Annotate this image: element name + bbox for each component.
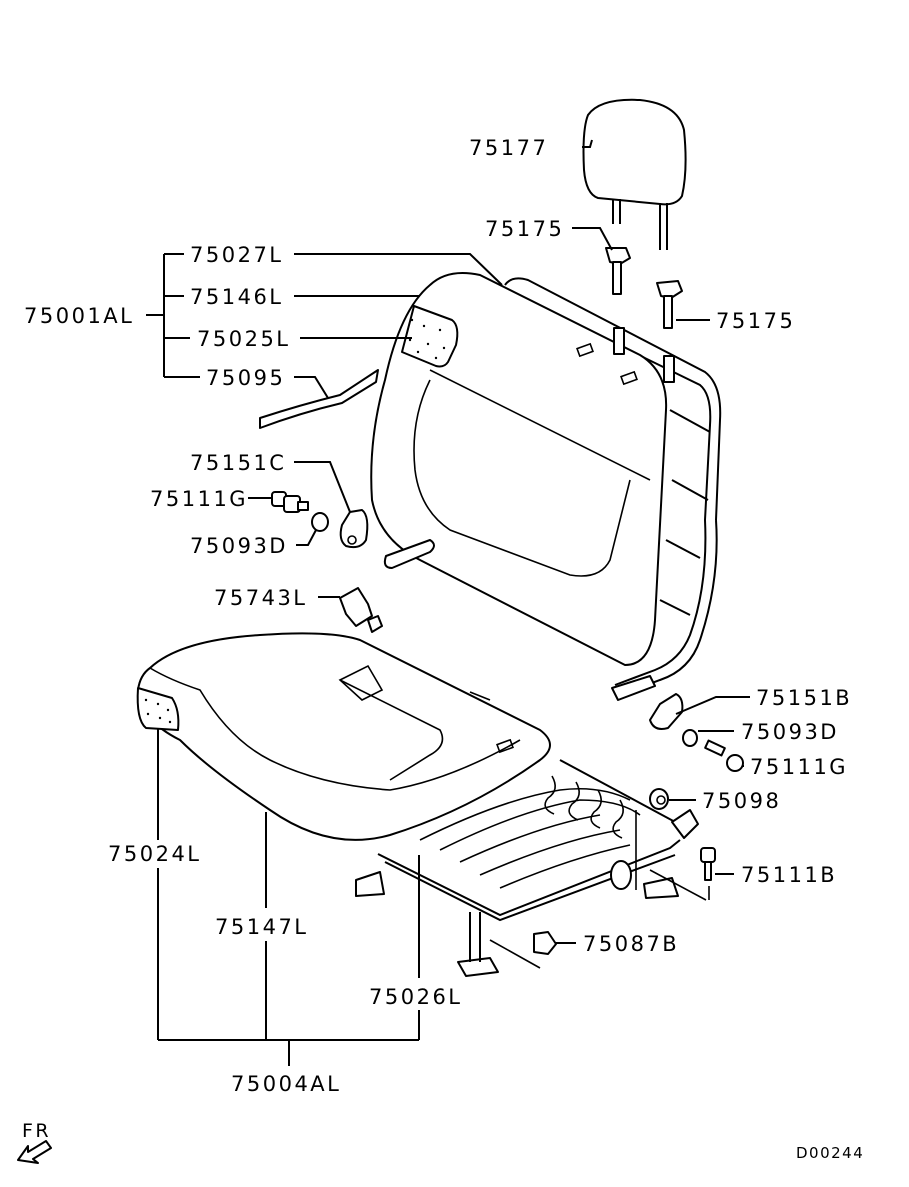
cushion-pad[interactable]	[136, 687, 180, 731]
front-direction-indicator: FR	[17, 1120, 52, 1164]
label-hinge-cover-outer[interactable]: 75151B	[756, 686, 852, 710]
seatback-wire[interactable]	[259, 369, 379, 429]
label-buckle[interactable]: 75743L	[214, 586, 308, 610]
label-bolt-seat[interactable]: 75111B	[741, 863, 837, 887]
hinge-cover-outer[interactable]	[649, 693, 684, 730]
hinge-cover-inner[interactable]	[339, 509, 369, 549]
bolt-seat[interactable]	[700, 847, 716, 900]
bushing-inner[interactable]	[311, 512, 329, 532]
label-cushion-cover[interactable]: 75147L	[215, 915, 309, 939]
label-hinge-cover-inner[interactable]: 75151C	[190, 451, 286, 475]
nut[interactable]	[533, 931, 557, 955]
label-bolt-inner[interactable]: 75111G	[150, 487, 248, 511]
headrest[interactable]	[582, 98, 687, 250]
direction-label: FR	[22, 1120, 51, 1142]
label-headrest-guide-upper[interactable]: 75175	[485, 217, 564, 241]
label-seatback-wire[interactable]: 75095	[206, 366, 285, 390]
bolt-inner[interactable]	[271, 491, 309, 513]
label-seatback-assy[interactable]: 75001AL	[24, 304, 134, 328]
bolt-outer[interactable]	[704, 739, 744, 772]
label-cushion-frame[interactable]: 75026L	[369, 985, 463, 1009]
label-bushing-outer[interactable]: 75093D	[741, 720, 839, 744]
label-nut[interactable]: 75087B	[583, 932, 679, 956]
seatback-pad[interactable]	[401, 305, 459, 368]
hinge-inner-bracket	[383, 539, 435, 569]
seatback-frame[interactable]	[504, 277, 722, 701]
cushion-cover[interactable]	[137, 632, 551, 841]
label-bushing-inner[interactable]: 75093D	[190, 534, 288, 558]
label-seatback-frame[interactable]: 75027L	[190, 243, 284, 267]
label-seatback-cover[interactable]: 75146L	[190, 285, 284, 309]
buckle[interactable]	[339, 587, 383, 633]
front-arrow-icon	[17, 1140, 52, 1164]
label-cushion-assy[interactable]: 75004AL	[231, 1072, 341, 1096]
headrest-guide-upper[interactable]	[605, 247, 631, 295]
label-seatback-pad[interactable]: 75025L	[197, 327, 291, 351]
headrest-guide-lower[interactable]	[656, 280, 683, 329]
label-cushion-pad[interactable]: 75024L	[108, 842, 202, 866]
washer[interactable]	[649, 788, 669, 810]
drawing-code: D00244	[796, 1144, 864, 1162]
label-bolt-outer[interactable]: 75111G	[750, 755, 848, 779]
bushing-outer[interactable]	[682, 729, 698, 747]
label-washer[interactable]: 75098	[702, 789, 781, 813]
cushion-frame[interactable]	[355, 759, 707, 977]
label-headrest[interactable]: 75177	[469, 136, 548, 160]
leader-lines	[146, 139, 750, 1066]
label-headrest-guide-lower[interactable]: 75175	[716, 309, 795, 333]
